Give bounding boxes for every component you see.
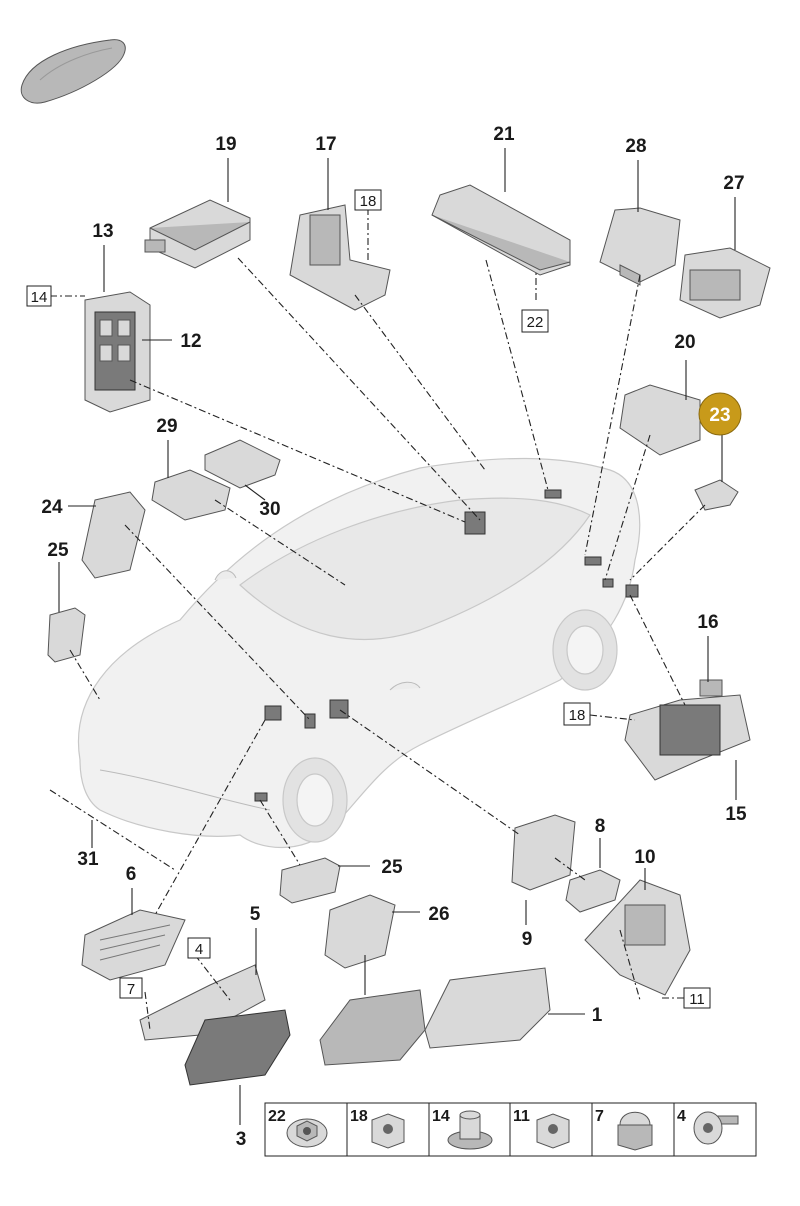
callout-31: 31 [77, 849, 99, 870]
table-num-14: 14 [432, 1108, 450, 1125]
cap-nut-icon [617, 1111, 653, 1151]
callout-24: 24 [41, 497, 63, 518]
callout-16: 16 [697, 612, 718, 633]
callout-25-lower: 25 [381, 857, 403, 878]
callout-19: 19 [215, 134, 236, 155]
table-num-7: 7 [595, 1108, 604, 1125]
hex-nut-icon [536, 1113, 570, 1149]
leader-lines [49, 148, 737, 1125]
callout-26: 26 [428, 904, 449, 925]
callout-labels: 19 17 21 28 27 13 12 20 29 30 24 25 16 1… [41, 124, 747, 1150]
part-3-control-unit [184, 1009, 291, 1086]
table-num-22: 22 [268, 1108, 286, 1125]
part-25-sensor-top [47, 607, 86, 663]
boxed-ref-14: 14 [31, 289, 48, 306]
boxed-ref-7: 7 [127, 981, 135, 998]
callout-15: 15 [725, 804, 747, 825]
part-12-control-unit [84, 291, 151, 413]
part-24-module [81, 491, 146, 579]
part-28-module [599, 207, 681, 286]
highlighted-callout-23[interactable]: 23 [698, 392, 742, 436]
boxed-ref-22: 22 [527, 314, 544, 331]
callout-12: 12 [180, 331, 201, 352]
part-21-module [431, 184, 571, 276]
callout-30: 30 [259, 499, 280, 520]
boxed-ref-18-top: 18 [360, 193, 377, 210]
callout-3: 3 [236, 1129, 247, 1150]
part-19-module [144, 199, 251, 269]
boxed-ref-18-right: 18 [569, 707, 586, 724]
fastener-table: 22 18 14 11 7 4 [264, 1102, 757, 1157]
part-17-bracket [289, 204, 391, 311]
screw-icon [693, 1111, 739, 1145]
part-23-connector [694, 479, 739, 511]
callout-6: 6 [126, 864, 137, 885]
part-6-bracket [81, 909, 186, 981]
part-16-15-module [624, 679, 751, 781]
callout-21: 21 [493, 124, 515, 145]
part-30-module [204, 439, 281, 489]
flange-nut-icon [286, 1118, 328, 1148]
callout-13: 13 [92, 221, 113, 242]
part-5-bracket [139, 964, 266, 1041]
boxed-ref-11: 11 [689, 991, 705, 1008]
part-27-bracket [679, 247, 771, 319]
part-25-sensor-bottom [279, 857, 341, 904]
part-8-module [565, 869, 621, 913]
callout-28: 28 [625, 136, 646, 157]
part-26-bracket [324, 894, 396, 969]
part-20-module [619, 384, 701, 456]
part-10-bracket [584, 879, 691, 996]
callout-1: 1 [592, 1005, 603, 1026]
car-thumbnail-icon [20, 39, 126, 104]
part-29-module [151, 469, 231, 521]
callout-25-upper: 25 [47, 540, 69, 561]
boxed-ref-4: 4 [195, 941, 203, 958]
callout-5: 5 [250, 904, 261, 925]
callout-9: 9 [522, 929, 533, 950]
callout-29: 29 [156, 416, 177, 437]
table-num-11: 11 [513, 1108, 530, 1125]
callout-17: 17 [315, 134, 336, 155]
callout-27: 27 [723, 173, 744, 194]
part-9-cover [511, 814, 576, 891]
table-num-4: 4 [677, 1108, 686, 1125]
part-26-control-unit [319, 989, 426, 1066]
svg-text:23: 23 [709, 405, 730, 426]
weld-nut-icon [447, 1110, 493, 1150]
part-1-control-unit [424, 967, 551, 1049]
hex-nut-icon [371, 1113, 405, 1149]
vehicle-illustration [78, 457, 641, 848]
table-num-18: 18 [350, 1108, 368, 1125]
callout-8: 8 [595, 816, 606, 837]
callout-20: 20 [674, 332, 695, 353]
boxed-references: 14 18 22 18 4 7 11 [26, 189, 711, 1009]
callout-10: 10 [634, 847, 655, 868]
